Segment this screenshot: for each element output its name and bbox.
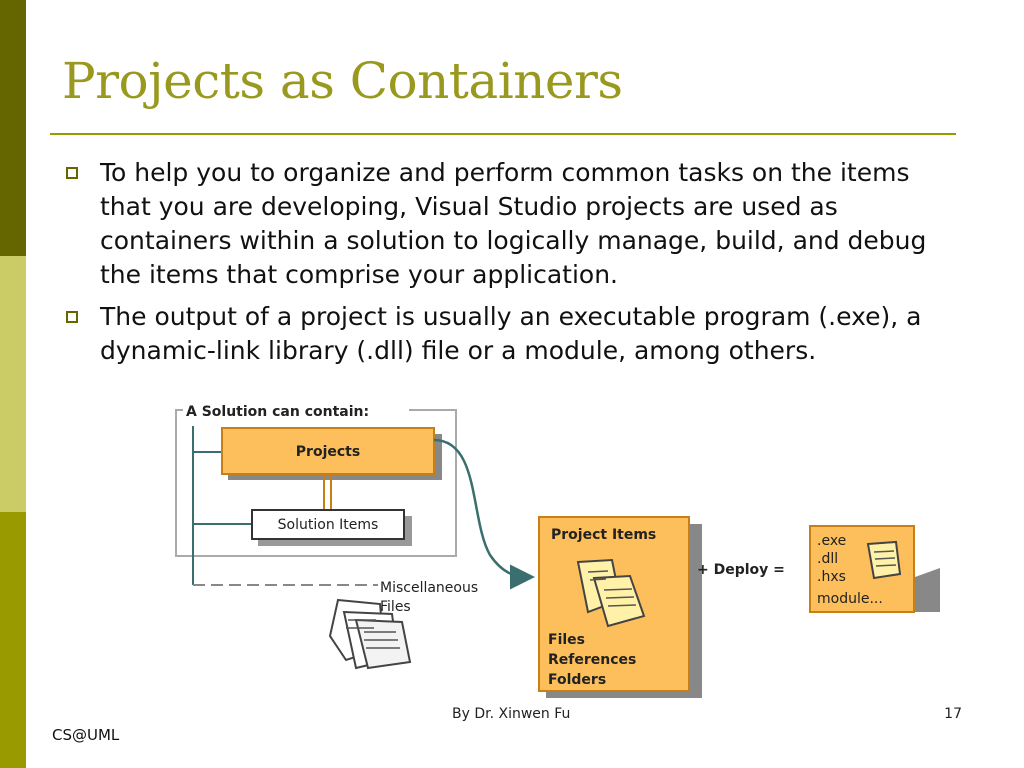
bullet-text: To help you to organize and perform comm… <box>100 158 927 289</box>
square-bullet-icon <box>66 311 78 323</box>
project-items-files: Files <box>548 632 585 648</box>
misc-files-icon <box>328 598 412 670</box>
output-hxs: .hxs <box>817 569 846 585</box>
output-document-icon <box>866 540 902 580</box>
footer-author: By Dr. Xinwen Fu <box>452 706 571 722</box>
output-module: module... <box>817 591 883 607</box>
sidebar-segment-dark <box>0 0 26 256</box>
title-divider <box>50 133 956 135</box>
misc-label-line1: Miscellaneous <box>380 580 478 596</box>
project-items-references: References <box>548 652 636 668</box>
bullet-list: To help you to organize and perform comm… <box>64 156 964 376</box>
misc-label-line2: Files <box>380 599 411 615</box>
deploy-label: + Deploy = <box>697 562 785 578</box>
slide-title: Projects as Containers <box>62 52 623 110</box>
page-number: 17 <box>944 706 962 722</box>
container-label-bg <box>183 402 409 420</box>
bullet-item: The output of a project is usually an ex… <box>64 300 964 368</box>
solution-items-box <box>251 509 405 540</box>
bullet-item: To help you to organize and perform comm… <box>64 156 964 292</box>
output-exe: .exe <box>817 533 846 549</box>
output-dll: .dll <box>817 551 838 567</box>
solution-items-label: Solution Items <box>278 517 379 533</box>
square-bullet-icon <box>66 167 78 179</box>
projects-label: Projects <box>296 444 360 460</box>
sidebar-segment-mid <box>0 512 26 768</box>
document-icon <box>576 558 646 628</box>
sidebar-decoration <box>0 0 26 768</box>
sidebar-segment-light <box>0 256 26 512</box>
projects-arrow <box>433 438 535 590</box>
container-label: A Solution can contain: <box>186 404 369 420</box>
project-items-folders: Folders <box>548 672 606 688</box>
bullet-text: The output of a project is usually an ex… <box>100 302 922 365</box>
project-items-title: Project Items <box>551 527 656 543</box>
projects-box <box>221 427 435 475</box>
footer-course: CS@UML <box>52 726 120 744</box>
